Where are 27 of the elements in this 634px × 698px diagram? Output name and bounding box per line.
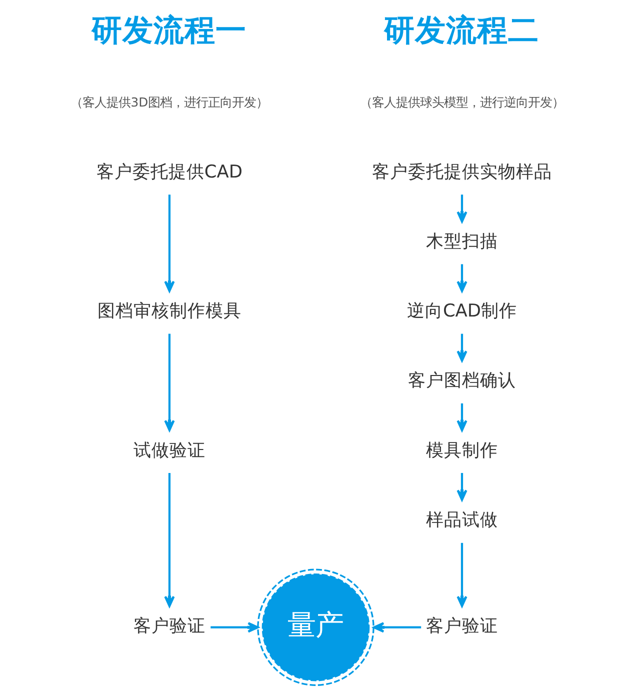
arrow (164, 473, 174, 608)
node-circle: 量产 (256, 568, 374, 686)
arrow (164, 194, 174, 292)
node-text: 客户委托提供实物样品 (371, 162, 552, 182)
node-text: 客户委托提供CAD (96, 162, 242, 182)
arrow (456, 334, 467, 362)
label: （客人提供3D图档，进行正向开发） (70, 95, 268, 110)
node-text: 图档审核制作模具 (96, 302, 241, 322)
node-text: 样品试做 (425, 510, 498, 530)
node-text: 试做验证 (132, 440, 205, 461)
node-text: 客户验证 (132, 616, 205, 636)
node-text: 客户验证 (425, 616, 498, 636)
label: （客人提供球头模型，进行逆向开发） (359, 95, 564, 110)
arrow (372, 622, 421, 633)
arrow (456, 472, 467, 501)
arrow (456, 403, 467, 432)
arrow (210, 622, 258, 633)
arrow (456, 194, 467, 223)
label: 研发流程二 (384, 13, 539, 48)
node-text: 客户图档确认 (407, 371, 516, 392)
node-text: 逆向CAD制作 (406, 302, 517, 322)
arrow (456, 542, 467, 608)
arrow (456, 264, 467, 292)
node-text: 模具制作 (425, 440, 498, 461)
node-text: 木型扫描 (425, 232, 498, 252)
arrow (164, 334, 174, 432)
label: 研发流程一 (91, 13, 246, 48)
